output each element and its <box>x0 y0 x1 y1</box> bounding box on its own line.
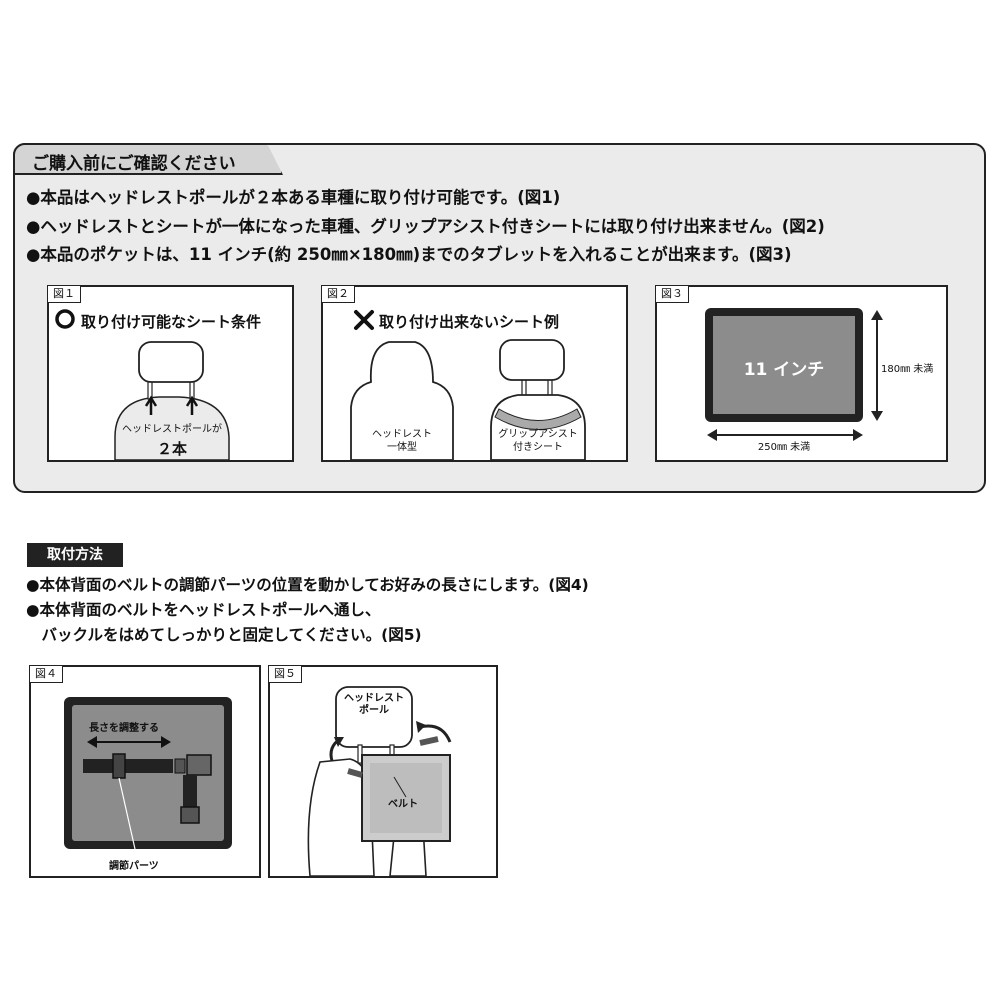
cross-ng-icon <box>354 310 374 330</box>
notice-line-1: ●本品はヘッドレストポールが２本ある車種に取り付け可能です。(図1) <box>26 188 561 207</box>
figure-5-tag: 図５ <box>268 665 302 683</box>
pole-label-2: ポール <box>359 705 389 716</box>
figure-2-right-label-2: 付きシート <box>513 442 563 453</box>
dimension-arrows <box>707 310 883 441</box>
tablet-frame <box>705 308 863 422</box>
pole-label-1: ヘッドレスト <box>344 693 404 704</box>
width-dimension-label: 250㎜ 未満 <box>757 442 811 453</box>
figure-4-tag: 図４ <box>29 665 63 683</box>
belt-label: ベルト <box>388 799 418 810</box>
notice-tab <box>13 143 283 175</box>
seat-with-poles-illustration <box>114 341 230 460</box>
figure-1: 図１ 取り付け可能なシート条件 ヘッドレストポールが ２本 <box>47 285 294 462</box>
figure-1-tag: 図１ <box>47 285 81 303</box>
tablet-screen <box>713 316 855 414</box>
figure-3-tag: 図３ <box>655 285 689 303</box>
adjust-length-label: 長さを調整する <box>89 723 159 734</box>
notice-title: ご購入前にご確認ください <box>32 154 236 174</box>
figure-1-pole-label: ヘッドレストポールが <box>122 424 222 435</box>
circle-ok-icon <box>55 309 75 329</box>
figure-2-tag: 図２ <box>321 285 355 303</box>
adjust-part-label: 調節パーツ <box>109 861 159 872</box>
figure-2-left-label-1: ヘッドレスト <box>372 429 432 440</box>
figure-2: 図２ 取り付け出来ないシート例 ヘッドレスト 一体型 グリップアシスト 付きシー… <box>321 285 628 462</box>
figure-3: 図３ 11 インチ 180㎜ 未満 250㎜ 未満 <box>655 285 948 462</box>
method-line-1: ●本体背面のベルトの調節パーツの位置を動かしてお好みの長さにします。(図4) <box>26 576 589 594</box>
installation-illustration <box>307 686 452 876</box>
belt-adjuster-illustration <box>83 736 212 850</box>
method-line-3: バックルをはめてしっかりと固定してください。(図5) <box>26 626 422 644</box>
notice-line-3: ●本品のポケットは、11 インチ(約 250㎜×180㎜)までのタブレットを入れ… <box>26 245 792 264</box>
figure-1-pole-count: ２本 <box>156 440 187 458</box>
height-dimension-label: 180㎜ 未満 <box>881 364 934 375</box>
tablet-size-label: 11 インチ <box>743 360 825 380</box>
figure-2-right-label-1: グリップアシスト <box>498 429 578 440</box>
figure-5: 図５ ヘッドレスト ポール ベルト <box>268 665 498 878</box>
figure-2-left-label-2: 一体型 <box>387 442 417 453</box>
method-title: 取付方法 <box>27 543 123 567</box>
incompatible-seats-illustration <box>350 339 586 460</box>
figure-2-heading: 取り付け出来ないシート例 <box>379 313 560 331</box>
figure-1-heading: 取り付け可能なシート条件 <box>81 313 262 331</box>
method-line-2: ●本体背面のベルトをヘッドレストポールへ通し、 <box>26 601 381 619</box>
figure-4: 図４ 長さを調整する 調節パーツ <box>29 665 261 878</box>
notice-line-2: ●ヘッドレストとシートが一体になった車種、グリップアシスト付きシートには取り付け… <box>26 217 825 236</box>
